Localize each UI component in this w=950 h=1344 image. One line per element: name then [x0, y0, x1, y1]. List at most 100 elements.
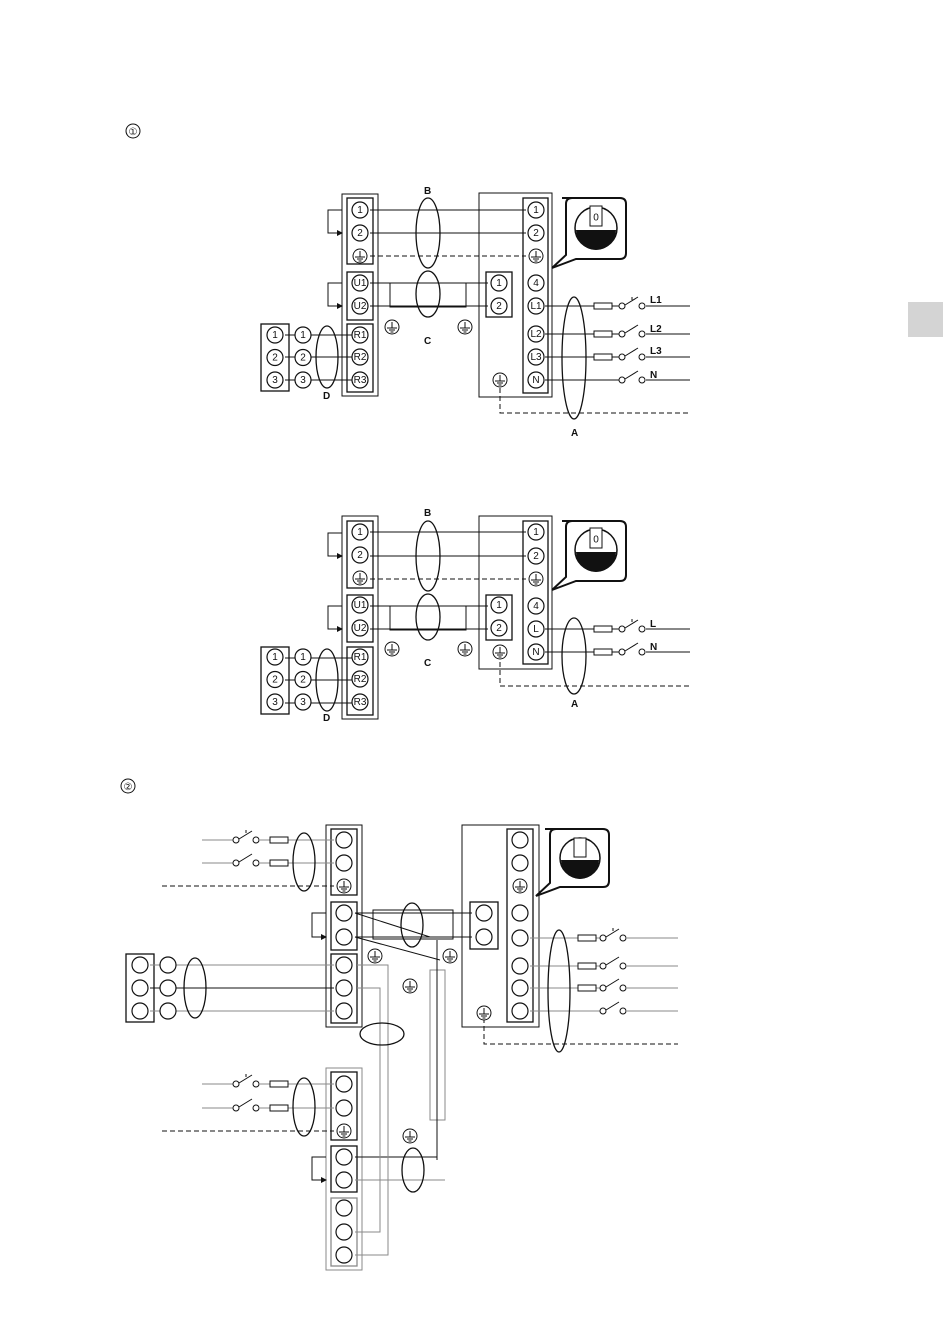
dial-value: 0 [593, 535, 599, 546]
dial-value: 0 [593, 213, 599, 224]
d1-indoor-terminal-label: 1 [357, 205, 363, 216]
d3-remote-terminal [132, 1003, 148, 1019]
d1-line-label: L2 [650, 324, 662, 335]
ground-icon [337, 1124, 351, 1138]
fuse-icon [578, 985, 596, 991]
d1-outdoor-terminal-label: 4 [533, 278, 539, 289]
d3-remote-terminal [132, 957, 148, 973]
switch-icon [619, 297, 646, 310]
fuse-icon [270, 837, 288, 843]
d1-line-label: N [650, 370, 657, 381]
d1-indoor-terminal-label: U2 [354, 301, 367, 312]
d2-label-b: B [424, 508, 431, 519]
d2-indoor-terminal-label: R2 [354, 674, 367, 685]
d2-indoor-terminal-label: U2 [354, 623, 367, 634]
fuse-icon [270, 860, 288, 866]
switch-icon [600, 928, 627, 942]
d3-outdoor-sub-terminal [476, 905, 492, 921]
d2-outdoor-terminal-label: 1 [533, 527, 539, 538]
d2-relay-terminal-label: 2 [300, 675, 306, 686]
d3-outdoor-terminal [512, 855, 528, 871]
ground-icon [403, 979, 417, 993]
d2-remote-terminal-label: 2 [272, 675, 278, 686]
ground-icon [529, 572, 543, 586]
fuse-icon [594, 626, 612, 632]
fuse-icon [594, 303, 612, 309]
section-2-marker: ② [124, 782, 133, 793]
d1-label-c: C [424, 336, 431, 347]
d1-relay-terminal-label: 1 [300, 330, 306, 341]
d2-outdoor-terminal-label: N [532, 647, 539, 658]
d3-outdoor-terminal [512, 905, 528, 921]
switch-icon [619, 348, 646, 361]
d3-indoor2-terminal [336, 1247, 352, 1263]
switch-icon [619, 371, 646, 384]
d3-relay-terminal [160, 957, 176, 973]
d1-outdoor-terminal-label: L2 [530, 329, 542, 340]
d1-outdoor-terminal-label: L3 [530, 352, 542, 363]
switch-icon [600, 957, 627, 970]
d1-outdoor-terminal-label: L1 [530, 301, 542, 312]
switch-icon [233, 1074, 260, 1088]
d3-outdoor-sub-terminal [476, 929, 492, 945]
section-1-marker: ① [129, 127, 138, 138]
d1-relay-terminal-label: 2 [300, 353, 306, 364]
fuse-icon [594, 354, 612, 360]
d3-indoor2-terminal [336, 1172, 352, 1188]
d1-remote-terminal-label: 3 [272, 375, 278, 386]
d2-relay-terminal-label: 3 [300, 697, 306, 708]
d1-line-label: L1 [650, 295, 662, 306]
d3-indoor1-terminal [336, 957, 352, 973]
fuse-icon [578, 935, 596, 941]
ground-icon [458, 642, 472, 656]
d3-remote-terminal [132, 980, 148, 996]
d1-outdoor-terminal-label: 1 [533, 205, 539, 216]
ground-icon [493, 645, 507, 659]
d3-indoor1-terminal [336, 929, 352, 945]
d3-indoor2-terminal [336, 1149, 352, 1165]
d1-indoor-terminal-label: 2 [357, 228, 363, 239]
d2-indoor-terminal-label: R1 [354, 652, 367, 663]
d2-outdoor-sub-terminal-label: 1 [496, 600, 502, 611]
d1-outdoor-terminal-label: N [532, 375, 539, 386]
switch-icon [233, 854, 260, 867]
page-tab [908, 302, 943, 337]
d2-indoor-terminal-label: R3 [354, 697, 367, 708]
d3-outdoor-terminal [512, 958, 528, 974]
d3-indoor1-terminal [336, 1003, 352, 1019]
switch-icon [619, 643, 646, 656]
diagram-twin-system [126, 825, 678, 1270]
d3-outdoor-terminal [512, 980, 528, 996]
d3-outdoor-terminal [512, 930, 528, 946]
switch-icon [619, 325, 646, 338]
switch-icon [233, 1099, 260, 1112]
ground-icon [403, 1129, 417, 1143]
d3-outdoor-terminal [512, 832, 528, 848]
d2-indoor-terminal-label: U1 [354, 600, 367, 611]
d1-remote-terminal-label: 2 [272, 353, 278, 364]
d3-indoor1-terminal [336, 855, 352, 871]
d2-line-label: L [650, 619, 656, 630]
ground-icon [368, 949, 382, 963]
d1-indoor-terminal-label: R3 [354, 375, 367, 386]
ground-icon [353, 249, 367, 263]
d3-indoor1-terminal [336, 980, 352, 996]
d2-outdoor-sub-terminal-label: 2 [496, 623, 502, 634]
ground-icon [443, 949, 457, 963]
d2-label-d: D [323, 713, 330, 724]
d3-indoor2-terminal [336, 1224, 352, 1240]
d2-label-c: C [424, 658, 431, 669]
fuse-icon [578, 963, 596, 969]
ground-icon [513, 879, 527, 893]
d2-outdoor-terminal-label: 4 [533, 601, 539, 612]
d3-indoor2-terminal [336, 1076, 352, 1092]
d1-label-d: D [323, 391, 330, 402]
d1-indoor-terminal-label: R1 [354, 330, 367, 341]
d3-indoor1-terminal [336, 832, 352, 848]
d1-indoor-terminal-label: U1 [354, 278, 367, 289]
ground-icon [458, 320, 472, 334]
d1-line-label: L3 [650, 346, 662, 357]
d1-remote-terminal-label: 1 [272, 330, 278, 341]
d1-outdoor-terminal-label: 2 [533, 228, 539, 239]
